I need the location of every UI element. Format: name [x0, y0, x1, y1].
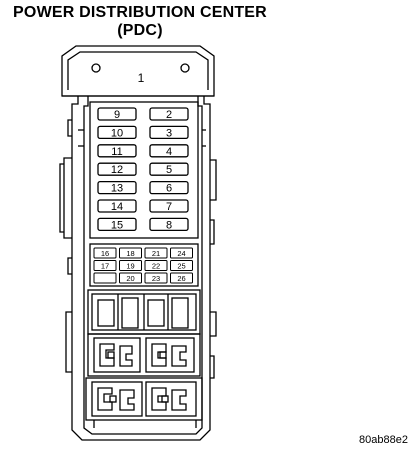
large-fuse-section	[89, 101, 199, 239]
figure-reference-code: 80ab88e2	[359, 434, 408, 446]
mini-fuse-slot-26: 26	[170, 272, 193, 284]
cartridge-fuse	[97, 299, 115, 327]
mount-hole-right	[180, 63, 190, 73]
large-fuse-slot-13: 13	[97, 180, 137, 195]
mini-fuse-slot-22: 22	[144, 260, 168, 271]
large-fuse-label: 11	[111, 146, 122, 158]
large-fuse-label: 2	[166, 109, 172, 121]
relay-block-upper	[87, 333, 201, 377]
mini-fuse-label: 25	[177, 262, 185, 271]
mini-fuse-slot-16: 16	[93, 247, 117, 259]
large-fuse-label: 15	[111, 219, 123, 231]
mini-fuse-label: 16	[101, 249, 109, 258]
large-fuse-slot-5: 5	[149, 162, 189, 176]
large-fuse-block: 9 10 11 12 13 14 15 2 3 4 5 6 7 8	[97, 107, 189, 231]
mini-fuse-slot-17: 17	[93, 260, 117, 271]
large-fuse-slot-6: 6	[149, 180, 189, 195]
mini-fuse-section	[89, 243, 199, 287]
large-fuse-slot-11: 11	[97, 144, 137, 158]
mini-fuse-slot-18: 18	[119, 247, 142, 259]
cartridge-fuse	[147, 299, 165, 327]
large-fuse-label: 8	[166, 219, 172, 231]
mini-fuse-label: 17	[101, 262, 109, 271]
large-fuse-label: 14	[111, 201, 123, 213]
relay-section	[87, 289, 201, 335]
large-fuse-label: 5	[166, 164, 172, 176]
large-fuse-slot-9: 9	[97, 107, 137, 121]
diagram-title-line1: POWER DISTRIBUTION CENTER	[13, 4, 267, 21]
connector-housing: 1	[61, 45, 215, 97]
mini-fuse-label: 22	[152, 262, 160, 271]
mini-fuse-label: 26	[177, 274, 185, 283]
mini-fuse-label: 24	[177, 249, 185, 258]
large-fuse-label: 3	[166, 127, 172, 139]
mini-fuse-slot-24: 24	[170, 247, 193, 259]
large-fuse-slot-12: 12	[97, 162, 137, 176]
cartridge-fuse	[171, 297, 189, 329]
large-fuse-label: 6	[166, 183, 172, 195]
mini-fuse-label: 21	[152, 249, 160, 258]
mini-fuse-slot-25: 25	[170, 260, 193, 271]
mini-fuse-label: 23	[152, 274, 160, 283]
diagram-title-line2: (PDC)	[117, 22, 163, 39]
large-fuse-label: 13	[111, 183, 123, 195]
large-fuse-slot-7: 7	[149, 199, 189, 213]
mini-fuse-block: 16 18 21 24 17 19 22 25 20 23 26	[93, 247, 193, 284]
large-fuse-slot-10: 10	[97, 125, 137, 139]
mini-fuse-label: 20	[126, 274, 134, 283]
mini-fuse-slot-23: 23	[144, 272, 168, 284]
mini-fuse-slot-20: 20	[119, 272, 142, 284]
mini-fuse-slot-21: 21	[144, 247, 168, 259]
pdc-body	[59, 96, 217, 441]
large-fuse-slot-3: 3	[149, 125, 189, 139]
cartridge-fuse	[121, 297, 139, 329]
large-fuse-slot-2: 2	[149, 107, 189, 121]
large-fuse-slot-14: 14	[97, 199, 137, 213]
relay-block-lower	[85, 377, 203, 428]
mini-fuse-slot-empty	[93, 272, 117, 284]
large-fuse-label: 4	[166, 146, 172, 158]
large-fuse-slot-4: 4	[149, 144, 189, 158]
mount-hole-left	[91, 63, 101, 73]
connector-label: 1	[138, 71, 145, 85]
mini-fuse-label: 19	[126, 262, 134, 271]
large-fuse-label: 12	[111, 164, 123, 176]
mini-fuse-label: 18	[126, 249, 134, 258]
large-fuse-label: 10	[111, 127, 123, 139]
mini-fuse-slot-19: 19	[119, 260, 142, 271]
large-fuse-label: 9	[114, 109, 120, 121]
large-fuse-slot-8: 8	[149, 217, 189, 231]
large-fuse-slot-15: 15	[97, 217, 137, 231]
large-fuse-label: 7	[166, 201, 172, 213]
